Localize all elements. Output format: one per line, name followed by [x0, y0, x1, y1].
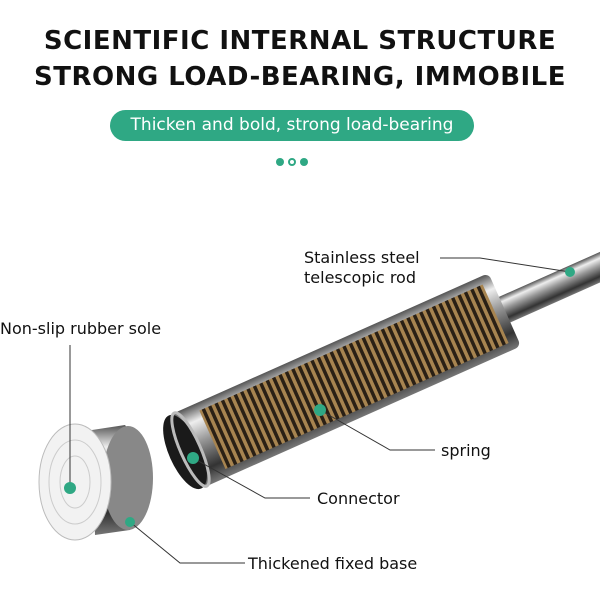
label-sole: Non-slip rubber sole — [0, 319, 162, 338]
label-base: Thickened fixed base — [248, 554, 418, 573]
heading-line-1: SCIENTIFIC INTERNAL STRUCTURE — [43, 26, 557, 56]
label-rod-line-2: telescopic rod — [304, 268, 416, 287]
rubber-sole — [38, 423, 112, 541]
telescopic-rod — [163, 248, 600, 490]
marker-dot — [125, 517, 135, 527]
label-spring: spring — [441, 441, 491, 460]
marker-dot — [64, 482, 76, 494]
carousel-dot[interactable] — [300, 158, 308, 166]
carousel-dot[interactable] — [276, 158, 284, 166]
heading-line-2: STRONG LOAD-BEARING, IMMOBILE — [33, 62, 567, 92]
label-connector: Connector — [317, 489, 400, 508]
marker-dot — [565, 267, 575, 277]
label-rod-line-1: Stainless steel — [304, 248, 420, 267]
feature-badge: Thicken and bold, strong load-bearing — [110, 110, 474, 141]
carousel-dot-active[interactable] — [288, 158, 296, 166]
marker-dot — [187, 452, 199, 464]
spring-coil — [199, 284, 509, 470]
fixed-base — [38, 423, 153, 541]
carousel-dots — [276, 158, 308, 166]
marker-dot — [314, 404, 326, 416]
